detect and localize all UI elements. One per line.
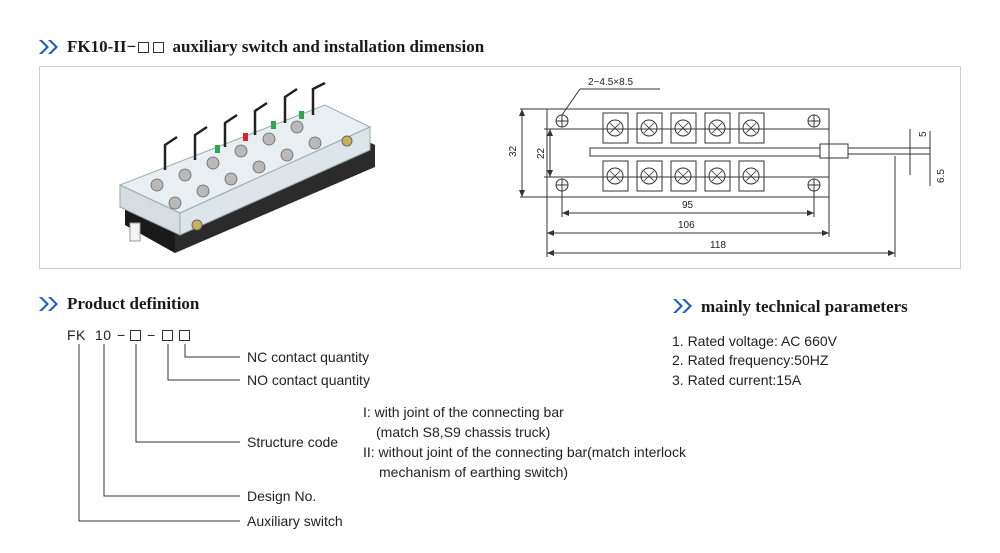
figure-panel: 2−4.5×8.5 32 22 95 106 118 5 6.5 bbox=[39, 66, 961, 269]
technical-heading: mainly technical parameters bbox=[701, 297, 908, 316]
structure-ii-line2: mechanism of earthing switch) bbox=[379, 464, 569, 480]
hole-label: 2−4.5×8.5 bbox=[588, 77, 633, 88]
placeholder-box bbox=[138, 42, 150, 53]
product-definition-heading: Product definition bbox=[67, 294, 200, 313]
dimension-drawing: 2−4.5×8.5 32 22 95 106 118 5 6.5 bbox=[508, 77, 947, 257]
placeholder-box bbox=[162, 330, 173, 341]
label-no-contact: NO contact quantity bbox=[247, 372, 370, 388]
tech-item: 1. Rated voltage: AC 660V bbox=[672, 333, 837, 349]
chevron-right-icon bbox=[673, 299, 692, 313]
tech-item: 3. Rated current:15A bbox=[672, 372, 802, 388]
dim-106: 106 bbox=[678, 220, 695, 231]
code-dash: − bbox=[147, 327, 156, 343]
label-structure-code: Structure code bbox=[247, 434, 339, 450]
dim-6-5: 6.5 bbox=[936, 169, 947, 183]
chevron-right-icon bbox=[39, 40, 58, 54]
dim-32: 32 bbox=[508, 145, 519, 157]
chevron-right-icon bbox=[39, 297, 58, 311]
placeholder-box bbox=[153, 42, 165, 53]
switch-photo bbox=[118, 81, 375, 253]
structure-ii-line1: II: without joint of the connecting bar(… bbox=[363, 444, 686, 460]
label-design-no: Design No. bbox=[247, 488, 317, 504]
code-dash: − bbox=[117, 327, 126, 343]
page-title: FK10-II− auxiliary switch and installati… bbox=[67, 37, 484, 57]
dim-5: 5 bbox=[918, 131, 929, 137]
model-name: FK10-II bbox=[67, 37, 127, 56]
title-dash: − bbox=[126, 37, 137, 56]
placeholder-box bbox=[179, 330, 190, 341]
dim-22: 22 bbox=[536, 147, 547, 159]
dim-95: 95 bbox=[682, 200, 694, 211]
placeholder-box bbox=[130, 330, 141, 341]
label-nc-contact: NC contact quantity bbox=[247, 349, 370, 365]
structure-i-line2: (match S8,S9 chassis truck) bbox=[376, 424, 551, 440]
structure-i-line1: I: with joint of the connecting bar bbox=[363, 404, 564, 420]
tech-item: 2. Rated frequency:50HZ bbox=[672, 352, 829, 368]
dim-118: 118 bbox=[710, 240, 726, 251]
label-aux-switch: Auxiliary switch bbox=[247, 513, 343, 529]
code-num: 10 bbox=[95, 327, 112, 343]
code-fk: FK bbox=[67, 327, 86, 343]
title-text: auxiliary switch and installation dimens… bbox=[172, 37, 485, 56]
